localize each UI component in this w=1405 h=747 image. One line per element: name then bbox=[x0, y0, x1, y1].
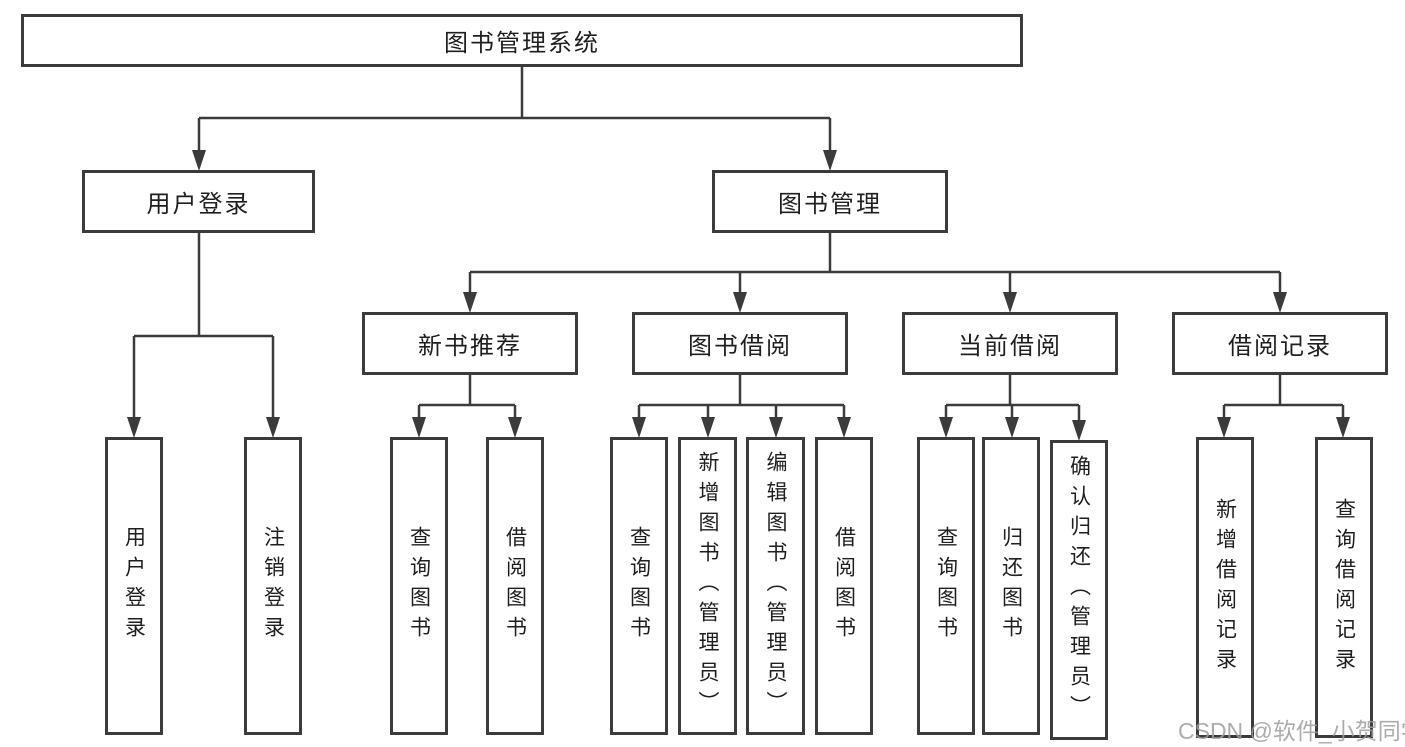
leaf-user-login: 用户登录 bbox=[105, 437, 163, 735]
connector-user-login-children bbox=[132, 233, 275, 420]
arrowhead bbox=[1336, 417, 1350, 438]
connector-borrow-children bbox=[637, 375, 846, 420]
leaf-edit-books-admin: 编辑图书（管理员） bbox=[746, 437, 805, 735]
node-user-login: 用户登录 bbox=[82, 170, 315, 233]
arrowhead bbox=[1005, 417, 1019, 438]
arrowhead bbox=[127, 417, 141, 438]
node-label: 用户登录 bbox=[122, 526, 146, 646]
leaf-query-borrow-record: 查询借阅记录 bbox=[1315, 437, 1373, 738]
connector-recommend-children bbox=[417, 375, 517, 420]
arrowhead bbox=[1003, 292, 1017, 313]
arrowhead bbox=[632, 417, 646, 438]
node-library-management-system: 图书管理系统 bbox=[21, 14, 1023, 67]
node-label: 归还图书 bbox=[999, 526, 1023, 646]
arrowhead bbox=[701, 417, 715, 438]
arrowhead bbox=[508, 417, 522, 438]
node-label: 新增图书（管理员） bbox=[696, 451, 719, 721]
node-label: 用户登录 bbox=[146, 191, 251, 218]
node-label: 图书管理系统 bbox=[444, 30, 600, 57]
arrowhead bbox=[769, 417, 783, 438]
arrowhead bbox=[266, 417, 280, 438]
arrowhead bbox=[939, 417, 953, 438]
node-label: 图书管理 bbox=[778, 191, 882, 218]
node-label: 借阅记录 bbox=[1228, 333, 1332, 360]
node-label: 查询图书 bbox=[407, 526, 431, 646]
node-label: 新增借阅记录 bbox=[1213, 497, 1237, 678]
arrowhead bbox=[412, 417, 426, 438]
node-label: 借阅图书 bbox=[503, 526, 527, 646]
leaf-current-query-books: 查询图书 bbox=[917, 437, 975, 735]
node-borrow-records: 借阅记录 bbox=[1172, 312, 1388, 375]
arrowhead bbox=[463, 292, 477, 313]
arrowhead bbox=[1072, 420, 1086, 441]
csdn-watermark: CSDN @软件_小贺同学 bbox=[1178, 718, 1405, 744]
arrowhead bbox=[192, 150, 206, 171]
node-label: 确认归还（管理员） bbox=[1067, 455, 1091, 725]
leaf-return-books: 归还图书 bbox=[982, 437, 1040, 735]
arrowhead bbox=[733, 292, 747, 313]
arrowhead bbox=[823, 150, 837, 171]
arrowhead bbox=[1217, 417, 1231, 438]
leaf-recommend-borrow-books: 借阅图书 bbox=[486, 437, 544, 735]
leaf-borrow-borrow-books: 借阅图书 bbox=[815, 437, 873, 735]
connector-current-children bbox=[944, 375, 1081, 423]
leaf-confirm-return-admin: 确认归还（管理员） bbox=[1050, 440, 1108, 740]
node-current-borrow: 当前借阅 bbox=[902, 312, 1118, 375]
leaf-add-books-admin: 新增图书（管理员） bbox=[678, 437, 737, 735]
node-label: 当前借阅 bbox=[958, 333, 1062, 360]
node-book-borrow: 图书借阅 bbox=[632, 312, 848, 375]
node-label: 借阅图书 bbox=[832, 526, 856, 646]
node-book-management: 图书管理 bbox=[712, 170, 948, 233]
node-label: 查询图书 bbox=[627, 526, 651, 646]
arrowhead bbox=[1273, 292, 1287, 313]
node-label: 注销登录 bbox=[261, 526, 285, 646]
connector-root-to-level2 bbox=[197, 67, 832, 153]
node-label: 编辑图书（管理员） bbox=[764, 451, 787, 721]
node-new-book-recommend: 新书推荐 bbox=[362, 312, 578, 375]
node-label: 查询借阅记录 bbox=[1332, 497, 1356, 678]
leaf-add-borrow-record: 新增借阅记录 bbox=[1196, 437, 1254, 738]
node-label: 新书推荐 bbox=[418, 333, 522, 360]
node-label: 图书借阅 bbox=[688, 333, 792, 360]
connector-records-children bbox=[1222, 375, 1345, 420]
node-label: 查询图书 bbox=[934, 526, 958, 646]
connector-book-management-children bbox=[468, 233, 1282, 295]
leaf-recommend-query-books: 查询图书 bbox=[390, 437, 448, 735]
leaf-borrow-query-books: 查询图书 bbox=[610, 437, 668, 735]
arrowhead bbox=[837, 417, 851, 438]
leaf-logout: 注销登录 bbox=[244, 437, 302, 735]
